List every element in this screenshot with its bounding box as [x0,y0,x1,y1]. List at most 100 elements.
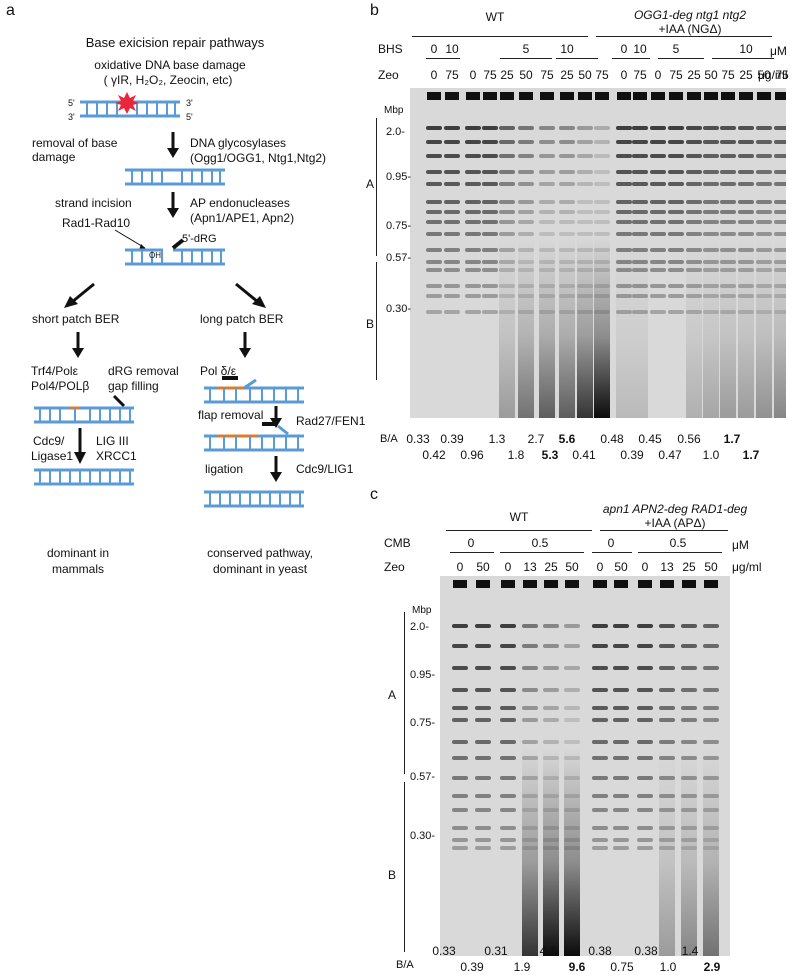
long-polymerase: Pol δ/ε [200,364,237,378]
ratio-value: 0.31 [484,944,508,958]
panel-b-label: b [370,2,379,19]
gel-band [452,756,468,760]
gel-band [720,232,736,236]
zeo-dose: 25 [687,68,701,82]
gel-band [482,126,498,130]
gel-smear [594,236,610,418]
gel-band [475,706,491,710]
glycosylases-label: DNA glycosylases [190,136,287,150]
gel-band [539,220,555,224]
rad1-rad10-label: Rad1-Rad10 [62,216,131,230]
gel-band [650,232,666,236]
gel-band [686,140,702,144]
gel-band [720,220,736,224]
ratio-value: 0.39 [620,448,644,462]
zeo-dose: 50 [519,68,533,82]
flap-removal-label: flap removal [198,408,264,422]
gel-band [475,624,491,628]
gel-band [475,826,491,830]
gel-band [482,284,498,288]
gel-band [668,182,684,186]
gel-band [543,740,559,744]
gel-band [518,232,534,236]
panel-c-mutant-label-1: apn1 APN2-deg RAD1-deg [602,502,748,516]
gel-band [632,182,648,186]
group-underline [592,552,632,553]
gel-band [650,140,666,144]
gel-band [632,126,648,130]
gel-band [444,260,460,264]
gel-band [543,718,559,722]
gel-band [426,248,442,252]
gel-band [659,644,675,648]
gel-band [465,268,481,272]
panel-c-ratio-label: B/A [396,959,414,971]
short-enzyme-2: Pol4/POLβ [31,379,90,393]
gel-band [703,140,719,144]
panel-b-treatment-unit: μM [770,44,787,58]
long-repaired-dna-diagram [204,490,304,508]
zeo-dose: 50 [565,560,579,574]
gel-band [594,232,610,236]
ratio-value: 4.1 [539,944,557,958]
gel-band [613,706,629,710]
gel-band [452,826,468,830]
gel-band [539,232,555,236]
gel-band [482,268,498,272]
gel-band [616,140,632,144]
gel-band [564,718,580,722]
gel-band [500,644,516,648]
gel-band [499,210,515,214]
gel-band [559,200,575,204]
long-patch-dna-diagram [204,376,304,404]
gel-band [522,740,538,744]
gel-band [637,666,653,670]
zeo-dose: 75 [540,68,554,82]
gel-band [720,126,736,130]
panel-c-wt-label: WT [509,510,529,524]
gel-band [720,170,736,174]
gel-band [774,170,786,174]
gel-band [659,706,675,710]
gel-band [499,200,515,204]
zeo-dose: 0 [456,560,464,574]
zeo-dose: 50 [614,560,628,574]
gel-well [757,92,771,100]
gel-band [543,666,559,670]
gel-band [452,666,468,670]
ratio-value: 0.39 [440,432,464,446]
panel-b-mbp-label: Mbp [384,105,404,116]
gel-band [444,170,460,174]
zeo-dose: 50 [476,560,490,574]
treatment-dose: 0 [430,42,438,56]
gel-band [637,624,653,628]
gel-band [637,644,653,648]
zeo-dose: 0 [641,560,649,574]
gel-band [703,170,719,174]
gel-band [703,126,719,130]
panel-b-wt-bracket [412,36,588,37]
gel-band [637,794,653,798]
gel-band [738,140,754,144]
gel-band [452,846,468,850]
short-repaired-dna-diagram [34,468,134,486]
gel-band [774,154,786,158]
zeo-dose: 75 [445,68,459,82]
gel-band [774,140,786,144]
gel-band [668,310,684,314]
ratio-value: 0.56 [677,432,701,446]
short-ligase-right-2: XRCC1 [96,449,137,463]
gel-band [500,838,516,842]
gel-band [592,644,608,648]
gel-band [475,794,491,798]
gel-band [756,220,772,224]
gel-band [539,182,555,186]
panel-b-wt-label: WT [485,10,505,24]
ratio-value: 1.0 [702,448,720,462]
gel-band [681,644,697,648]
gel-band [543,624,559,628]
gel-band [592,794,608,798]
ratio-value: 2.7 [527,432,545,446]
gel-band [499,232,515,236]
gel-band [738,220,754,224]
